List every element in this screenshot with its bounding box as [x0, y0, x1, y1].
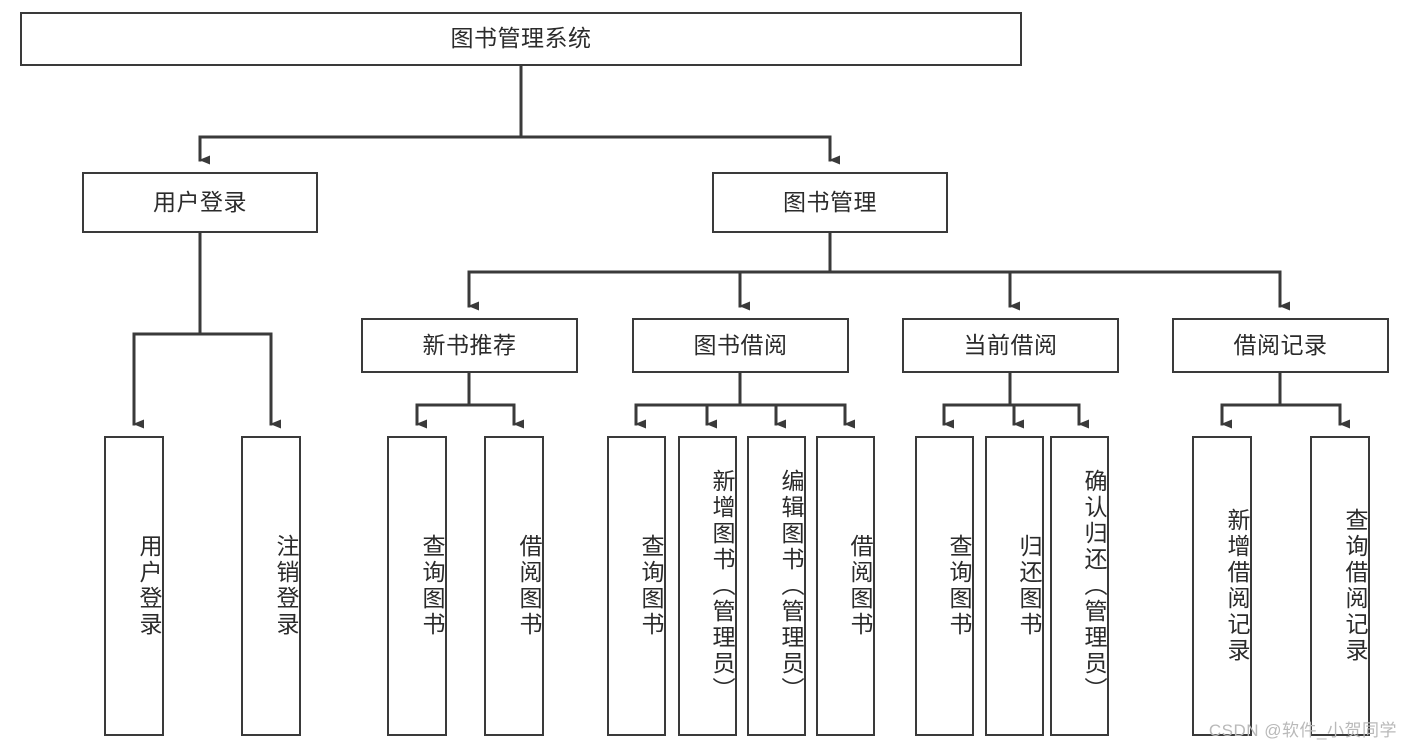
node-book-borrow[interactable]: 图书借阅: [632, 318, 849, 373]
node-leaf-add-book-admin[interactable]: 新增图书（管理员）: [678, 436, 737, 736]
node-current-borrow[interactable]: 当前借阅: [902, 318, 1119, 373]
node-leaf-query-book-borrow[interactable]: 查询图书: [607, 436, 666, 736]
node-label: 借阅记录: [1233, 331, 1328, 358]
node-leaf-confirm-return-admin[interactable]: 确认归还（管理员）: [1050, 436, 1109, 736]
node-leaf-query-book-current[interactable]: 查询图书: [915, 436, 974, 736]
node-new-book-recommend[interactable]: 新书推荐: [361, 318, 578, 373]
node-label: 确认归还（管理员）: [1081, 469, 1107, 703]
node-label: 当前借阅: [963, 331, 1058, 358]
node-label: 注销登录: [273, 534, 299, 638]
node-label: 用户登录: [153, 188, 247, 215]
node-label: 用户登录: [136, 534, 162, 638]
node-leaf-add-borrow-record[interactable]: 新增借阅记录: [1192, 436, 1252, 736]
node-label: 借阅图书: [847, 534, 873, 638]
node-leaf-user-login[interactable]: 用户登录: [104, 436, 164, 736]
node-root-system[interactable]: 图书管理系统: [20, 12, 1022, 66]
node-label: 借阅图书: [516, 534, 542, 638]
csdn-watermark: CSDN @软件_小贺同学: [1208, 721, 1397, 740]
node-leaf-borrow-book-newbook[interactable]: 借阅图书: [484, 436, 544, 736]
node-leaf-return-book[interactable]: 归还图书: [985, 436, 1044, 736]
node-leaf-query-borrow-record[interactable]: 查询借阅记录: [1310, 436, 1370, 736]
node-leaf-logout[interactable]: 注销登录: [241, 436, 301, 736]
node-leaf-edit-book-admin[interactable]: 编辑图书（管理员）: [747, 436, 806, 736]
node-label: 归还图书: [1016, 534, 1042, 638]
node-label: 新增借阅记录: [1224, 508, 1250, 664]
node-label: 查询借阅记录: [1342, 508, 1368, 664]
node-label: 图书管理系统: [450, 25, 592, 52]
node-label: 新书推荐: [422, 331, 517, 358]
node-label: 查询图书: [638, 534, 664, 638]
node-label: 图书借阅: [693, 331, 788, 358]
node-label: 图书管理: [783, 188, 877, 215]
node-label: 查询图书: [419, 534, 445, 638]
node-borrow-record[interactable]: 借阅记录: [1172, 318, 1389, 373]
node-leaf-borrow-book[interactable]: 借阅图书: [816, 436, 875, 736]
node-leaf-query-book-newbook[interactable]: 查询图书: [387, 436, 447, 736]
node-label: 编辑图书（管理员）: [778, 469, 804, 703]
node-label: 查询图书: [946, 534, 972, 638]
node-book-manage[interactable]: 图书管理: [712, 172, 948, 233]
node-user-login[interactable]: 用户登录: [82, 172, 318, 233]
node-label: 新增图书（管理员）: [709, 469, 735, 703]
